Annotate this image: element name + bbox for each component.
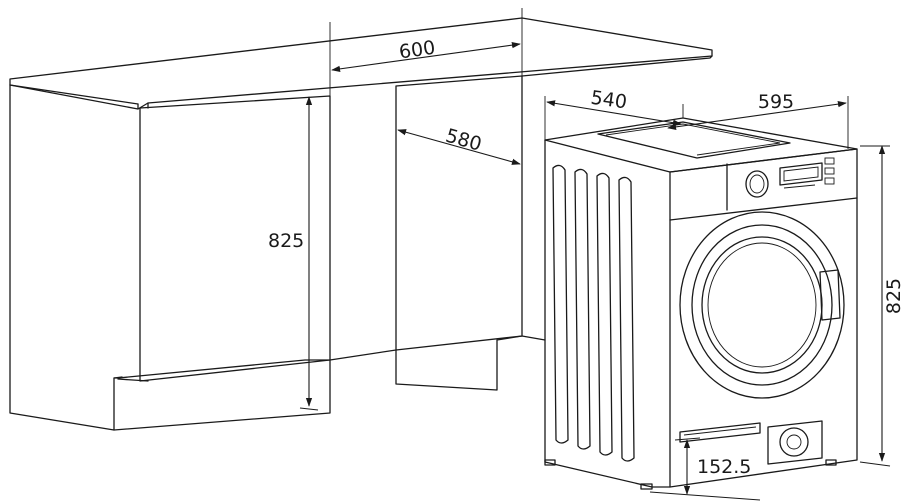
program-knob (745, 170, 769, 198)
dim-label-540: 540 (589, 87, 628, 114)
drain-filter-cap (779, 427, 809, 457)
dimension-580: 580 (397, 125, 521, 165)
dim-label-595: 595 (758, 91, 794, 113)
dimension-825-cabinet: 825 (268, 96, 313, 407)
door (679, 211, 845, 399)
dimension-152-5: 152.5 (674, 437, 751, 495)
machine-feet (544, 459, 837, 490)
kitchen-cabinet (9, 17, 713, 431)
display-screen (779, 162, 823, 186)
extension-lines (299, 8, 523, 411)
service-panel (679, 420, 823, 465)
dim-label-825-cabinet: 825 (268, 230, 304, 252)
dim-label-580: 580 (443, 125, 484, 156)
dim-label-152-5: 152.5 (697, 456, 751, 478)
control-button (824, 157, 835, 165)
dimension-825-machine: 825 (878, 145, 902, 462)
machine-extension-lines (544, 96, 891, 501)
control-button (824, 177, 835, 185)
control-button (824, 167, 835, 175)
dimension-540: 540 (546, 87, 682, 126)
dimension-600: 600 (331, 37, 521, 73)
door-handle (819, 269, 841, 321)
dim-label-825-machine: 825 (883, 278, 902, 314)
dimension-595: 595 (667, 91, 847, 130)
dim-label-600: 600 (398, 37, 437, 64)
control-panel (745, 157, 835, 198)
washing-machine (544, 117, 858, 488)
